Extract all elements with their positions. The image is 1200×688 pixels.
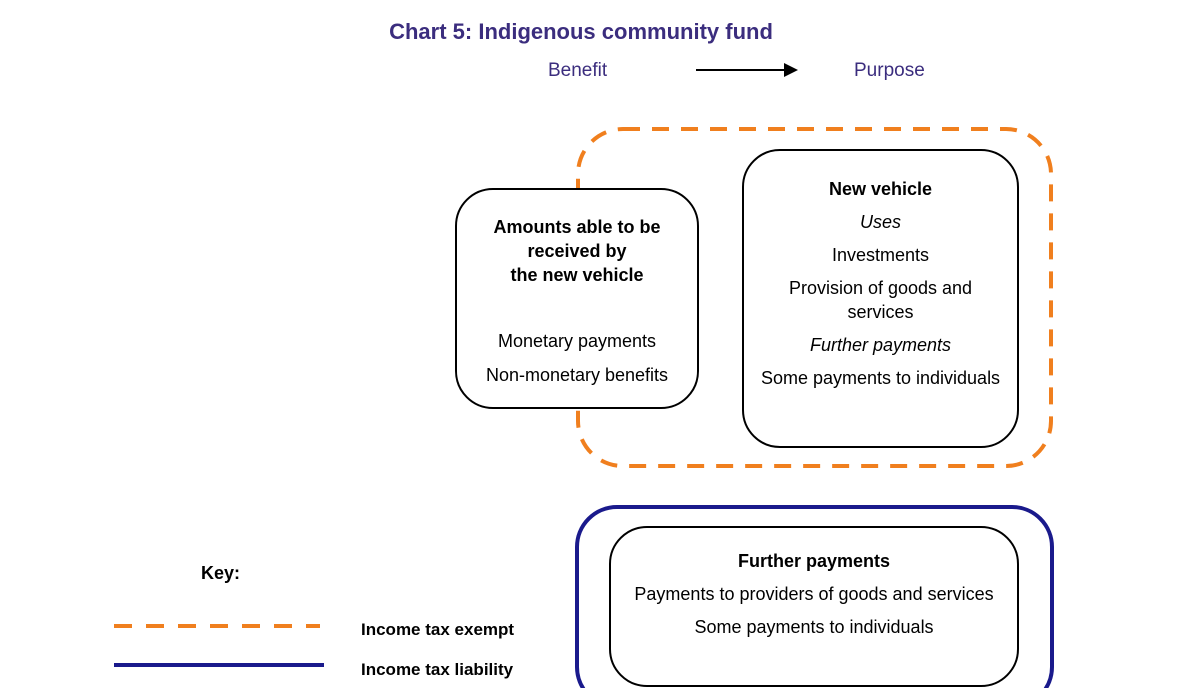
amounts-box: Amounts able to be received by the new v… (455, 188, 699, 409)
amounts-heading: Amounts able to be received by the new v… (457, 215, 697, 287)
vehicle-heading: New vehicle (828, 179, 933, 199)
further-heading: Further payments (737, 551, 891, 571)
further-payments-label: Further payments (809, 335, 952, 355)
new-vehicle-box: New vehicle Uses Investments Provision o… (742, 149, 1019, 448)
key-title: Key: (201, 563, 241, 583)
amounts-heading-line: received by (527, 241, 627, 261)
further-item: Payments to providers of goods and servi… (634, 584, 994, 604)
amounts-heading-line: Amounts able to be (493, 217, 661, 237)
flow-arrow-icon (696, 63, 798, 77)
key-exempt-label: Income tax exempt (361, 620, 515, 639)
purpose-header: Purpose (854, 60, 925, 81)
further-payments-box: Further payments Payments to providers o… (609, 526, 1019, 687)
benefit-header: Benefit (548, 60, 608, 81)
key-liability-label: Income tax liability (361, 660, 514, 679)
amounts-heading-line: the new vehicle (510, 265, 644, 285)
chart-title: Chart 5: Indigenous community fund (389, 19, 773, 44)
uses-item: Investments (831, 245, 930, 265)
further-item: Some payments to individuals (694, 617, 934, 637)
further-payments-item: Some payments to individuals (760, 368, 1001, 388)
amounts-item: Monetary payments (497, 331, 657, 351)
uses-item: Provision of goods and services (788, 278, 973, 322)
uses-label: Uses (859, 212, 901, 232)
amounts-item: Non-monetary benefits (485, 365, 669, 385)
